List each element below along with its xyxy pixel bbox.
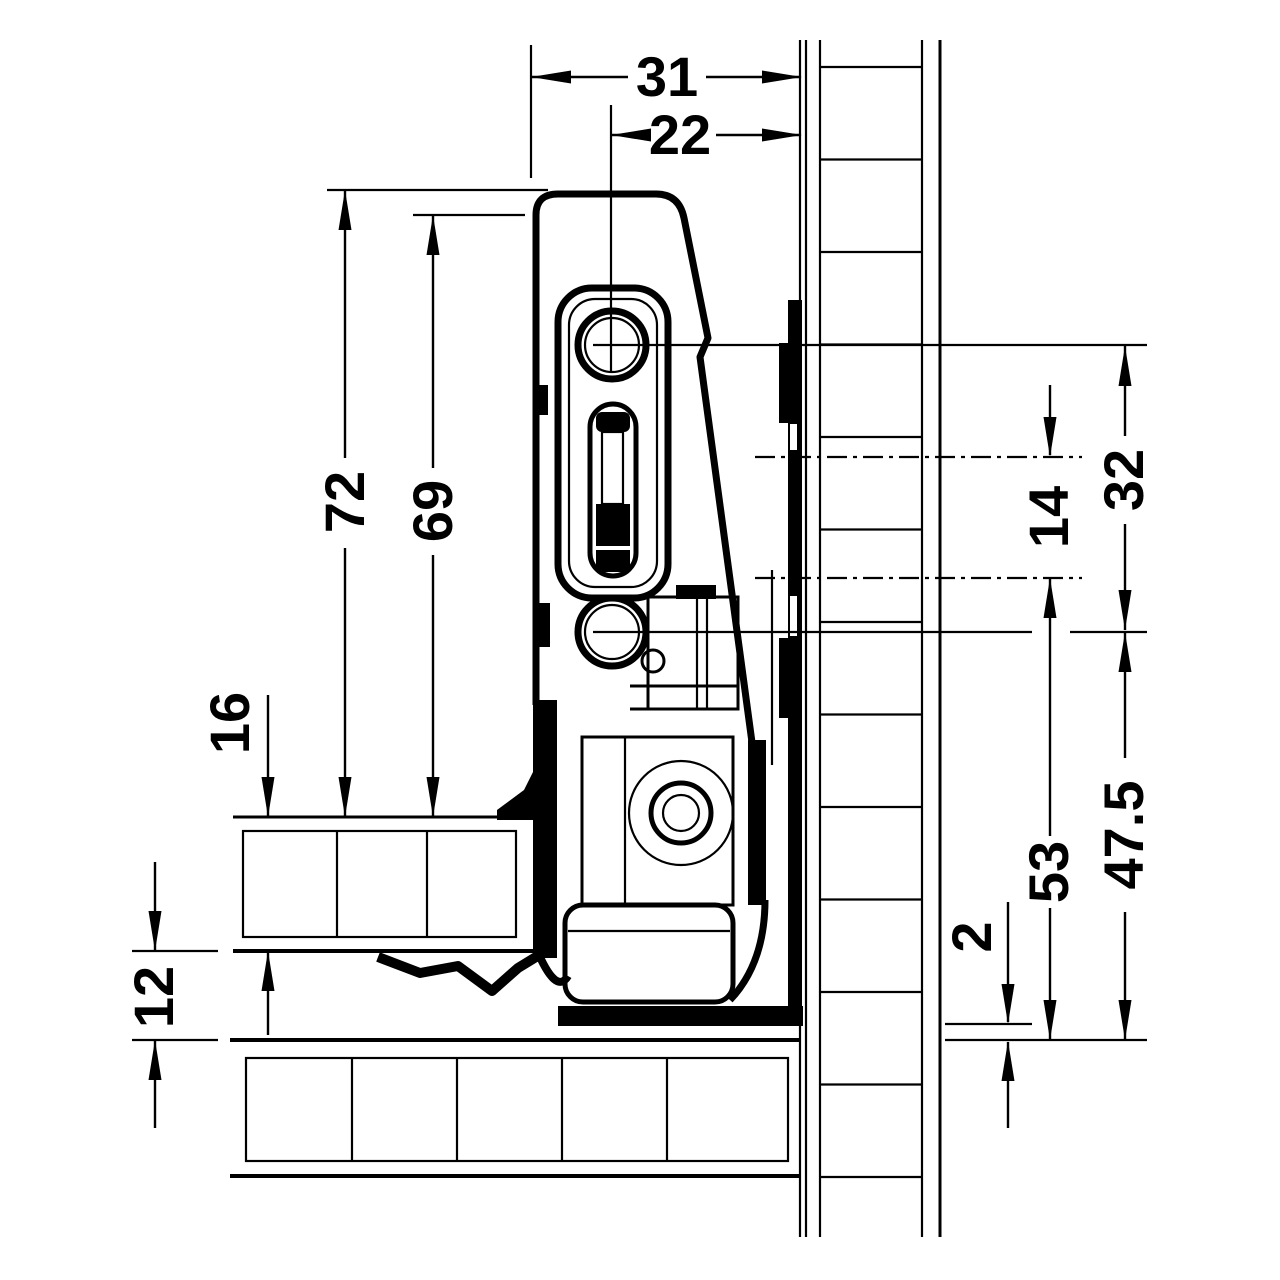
dim-label-31: 31: [636, 45, 698, 108]
dim-runner-height: 47.5: [1092, 632, 1155, 1040]
slide-outer-profile: [532, 190, 760, 902]
dim-hole-row-gap: 14: [1017, 385, 1080, 548]
dim-drawer-bottom-thickness: 16: [198, 692, 275, 1035]
roller-wheel: [580, 735, 769, 1003]
dim-label-72: 72: [313, 471, 376, 533]
screw-hole-bottom: [574, 594, 666, 674]
extension-lines: [132, 45, 1147, 1042]
dim-label-12: 12: [122, 966, 185, 1028]
dim-lower-row-height: 53: [1017, 578, 1080, 1040]
dim-floor-gap: 2: [940, 902, 1015, 1128]
dim-label-2: 2: [940, 921, 1003, 952]
drawer-slide-unit: [376, 190, 803, 1026]
side-panel-hatch: [820, 65, 922, 1179]
dim-label-53: 53: [1017, 841, 1080, 903]
slide-base: [558, 902, 803, 1026]
dim-label-69: 69: [401, 480, 464, 542]
drawer-bottom-panel: [233, 815, 545, 953]
mounting-bracket: [630, 570, 774, 765]
dim-hole-pitch: 32: [1092, 346, 1155, 630]
cabinet-side-panel: [798, 40, 942, 1237]
dim-top-width-total: 31: [531, 45, 802, 108]
rear-mounting-band: [779, 300, 802, 1016]
dim-label-16: 16: [198, 692, 261, 754]
dim-top-width-hole: 22: [611, 103, 802, 166]
dim-left-height-inner: 69: [401, 215, 464, 817]
front-fixing-hook: [376, 385, 572, 996]
cabinet-bottom-panel: [230, 1038, 800, 1178]
dim-left-height-outer: 72: [313, 190, 376, 817]
dim-bottom-clearance: 12: [122, 862, 185, 1128]
dim-label-22: 22: [649, 103, 711, 166]
dim-label-47-5: 47.5: [1092, 781, 1155, 890]
adjustment-slot: [587, 401, 639, 579]
dim-label-14: 14: [1017, 486, 1080, 548]
dim-label-32: 32: [1092, 449, 1155, 511]
